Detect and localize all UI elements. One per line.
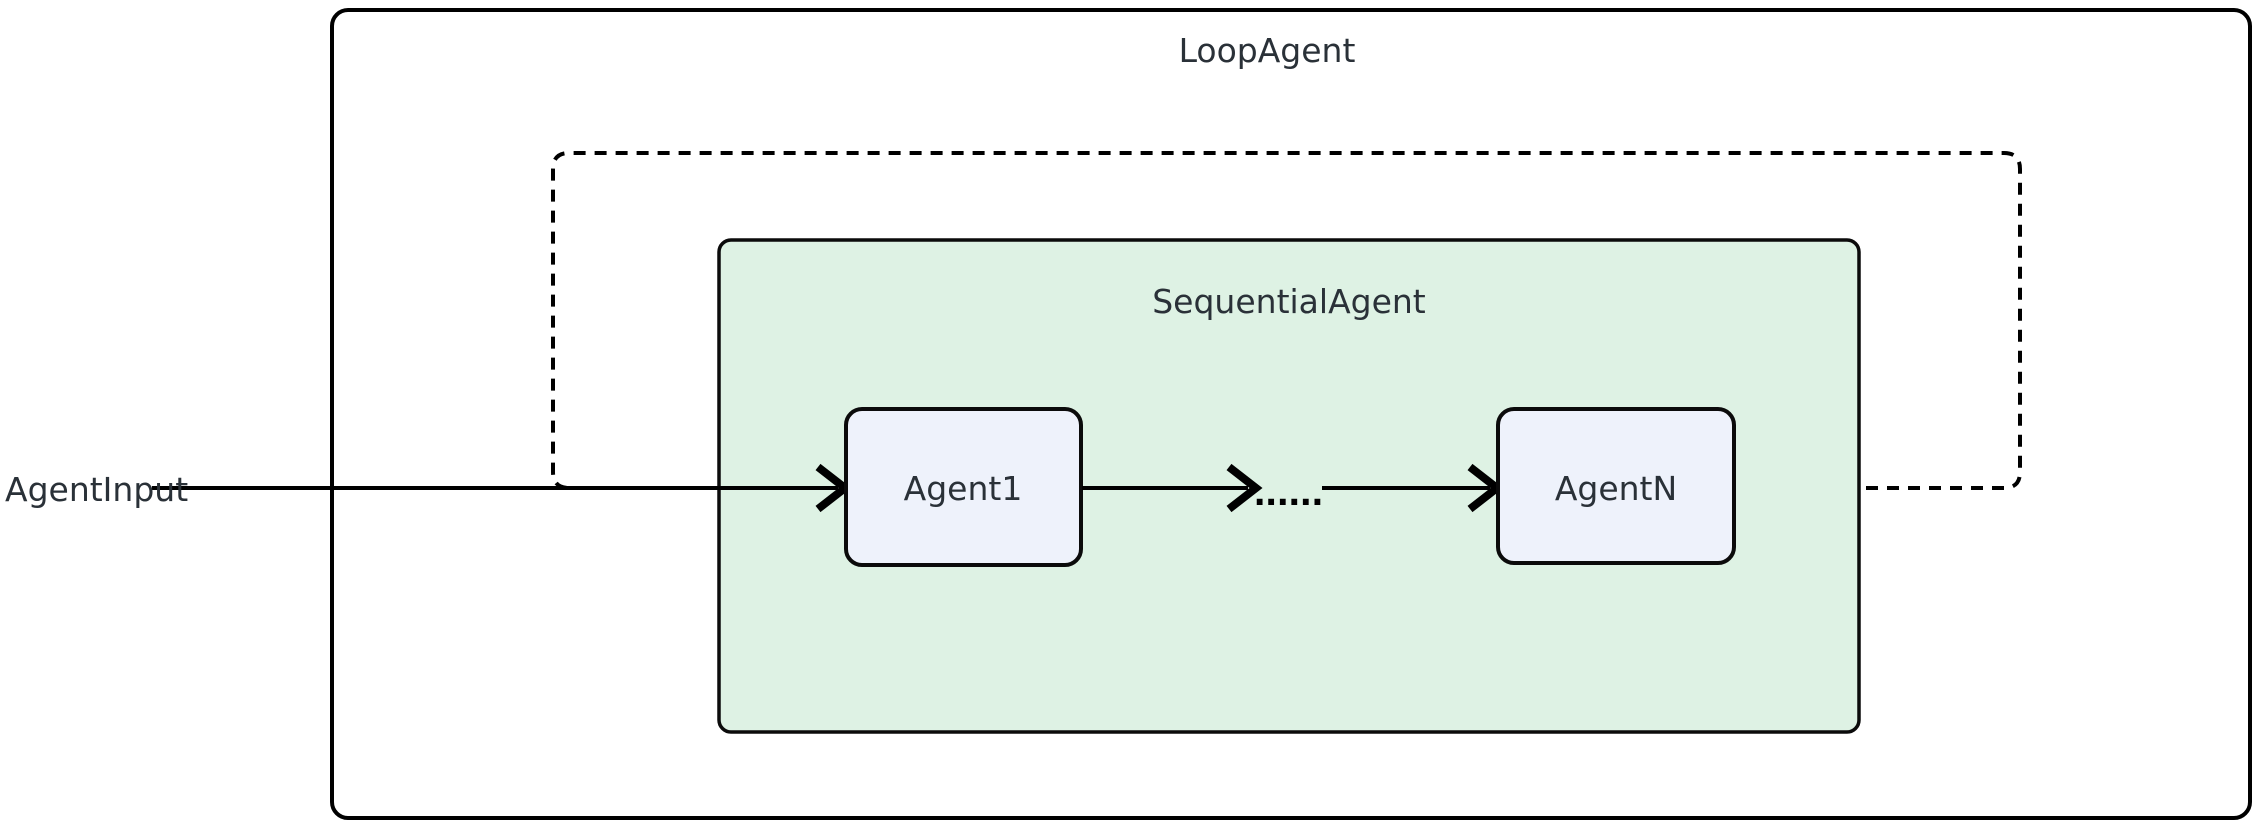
ellipsis-label: ...... [1253, 474, 1322, 513]
sequential-agent-label: SequentialAgent [1152, 282, 1426, 321]
agent-input-label: AgentInput [5, 470, 188, 509]
agent1-node [844, 407, 1083, 567]
agent1-label: Agent1 [904, 469, 1023, 508]
agentn-label: AgentN [1555, 469, 1677, 508]
arrowhead-into-ellipsis [1226, 463, 1263, 513]
loop-agent-label: LoopAgent [1179, 31, 1356, 70]
agentn-node [1496, 407, 1736, 565]
loop-back-dashed-edge [551, 151, 2022, 490]
